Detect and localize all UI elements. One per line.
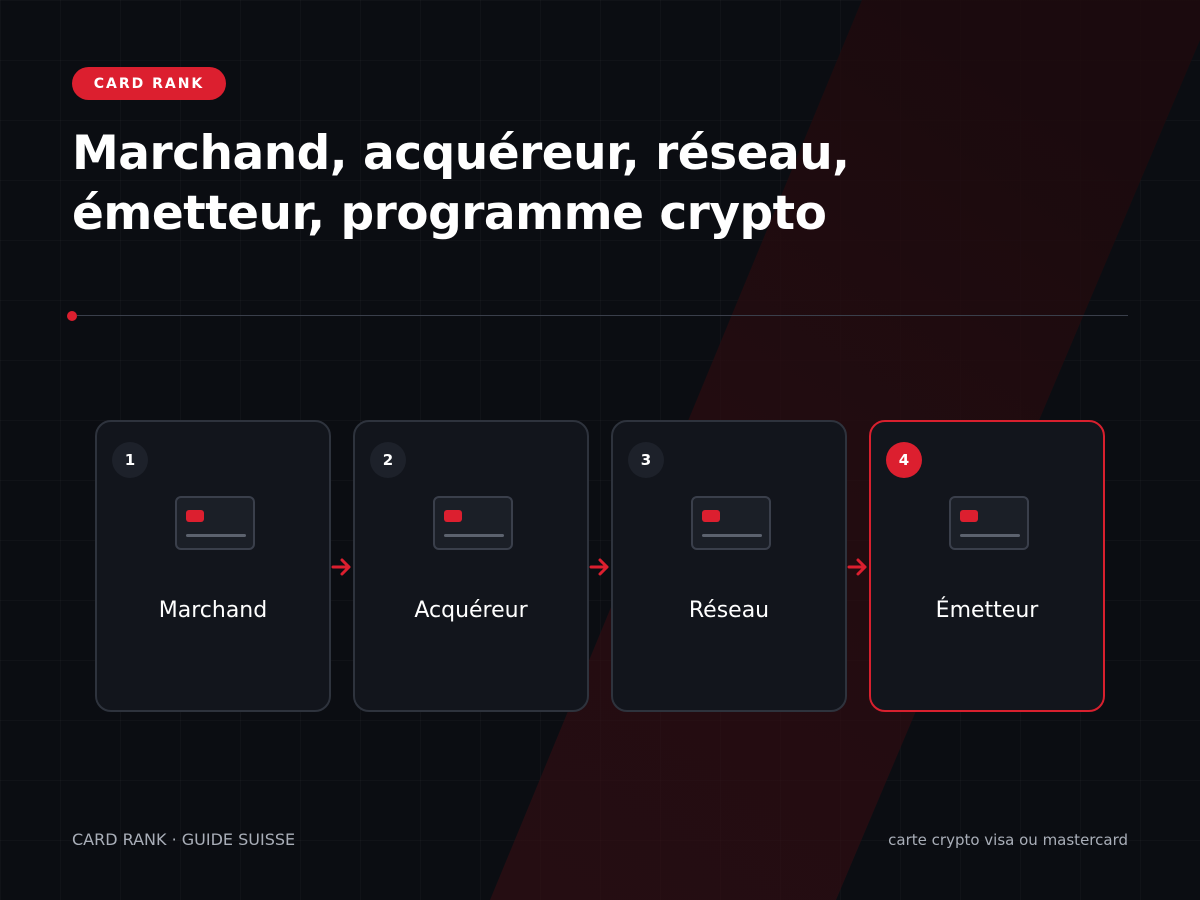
step-acquereur: 2 Acquéreur bbox=[353, 420, 589, 712]
step-label: Réseau bbox=[688, 598, 770, 623]
step-number-badge: 4 bbox=[886, 442, 922, 478]
title-line-2: émetteur, programme crypto bbox=[72, 186, 827, 241]
divider-line bbox=[77, 315, 1128, 316]
step-number-badge: 3 bbox=[628, 442, 664, 478]
step-marchand: 1 Marchand bbox=[95, 420, 331, 712]
step-label: Émetteur bbox=[935, 598, 1039, 623]
credit-card-icon bbox=[433, 496, 513, 550]
credit-card-icon bbox=[949, 496, 1029, 550]
step-label: Marchand bbox=[158, 598, 268, 623]
title-line-1: Marchand, acquéreur, réseau, bbox=[72, 126, 850, 181]
step-number-badge: 1 bbox=[112, 442, 148, 478]
step-emetteur: 4 Émetteur bbox=[869, 420, 1105, 712]
page-title: Marchand, acquéreur, réseau, émetteur, p… bbox=[72, 124, 972, 244]
arrow-right-icon bbox=[331, 558, 351, 576]
credit-card-icon bbox=[691, 496, 771, 550]
arrow-right-icon bbox=[847, 558, 867, 576]
arrow-right-icon bbox=[589, 558, 609, 576]
step-number-badge: 2 bbox=[370, 442, 406, 478]
footer-tagline: carte crypto visa ou mastercard bbox=[888, 831, 1128, 849]
brand-badge: CARD RANK bbox=[72, 67, 226, 100]
footer-brand: CARD RANK · GUIDE SUISSE bbox=[72, 830, 296, 849]
divider-dot bbox=[67, 311, 77, 321]
step-reseau: 3 Réseau bbox=[611, 420, 847, 712]
credit-card-icon bbox=[175, 496, 255, 550]
step-label: Acquéreur bbox=[414, 598, 528, 623]
